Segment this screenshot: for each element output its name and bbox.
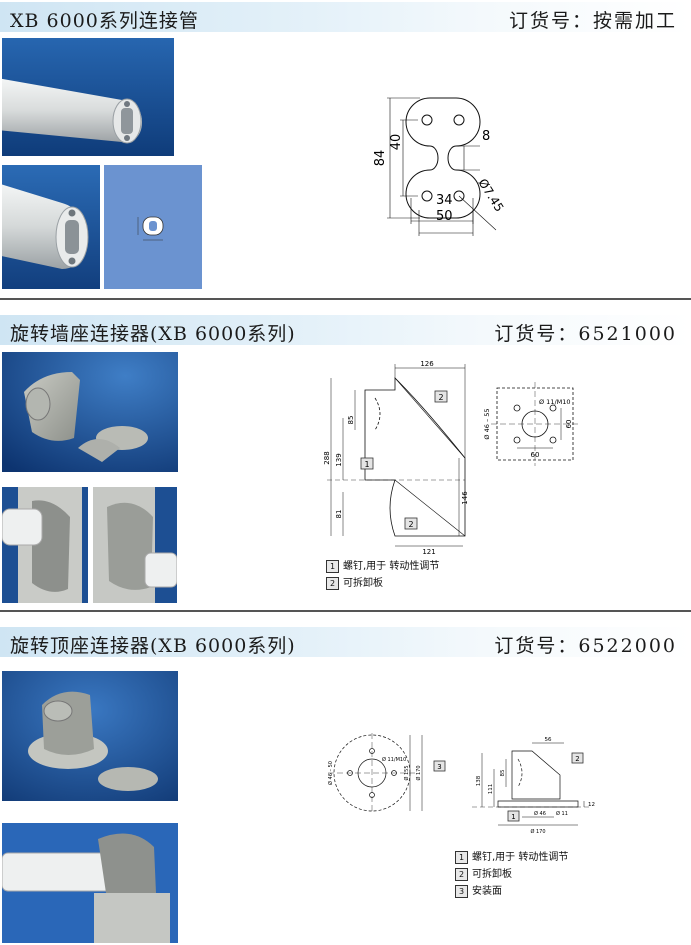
dim-121: 121 [422, 548, 435, 556]
legend-num: 2 [455, 868, 468, 881]
legend-text: 可拆卸板 [343, 578, 383, 589]
order-number-3: 订货号：6522000 [494, 635, 677, 657]
dim-top-138: 138 [476, 775, 482, 786]
photo-wall-connector-3 [93, 487, 177, 603]
order-number-2: 订货号：6521000 [494, 323, 677, 345]
legend-text: 可拆卸板 [472, 869, 512, 880]
legend-num: 1 [455, 851, 468, 864]
svg-text:1: 1 [364, 460, 369, 469]
dim-dia-11-m10: Ø 11/M10 [539, 398, 571, 406]
legend-text: 螺钉,用于 转动性调节 [472, 852, 569, 863]
legend-wall-connector: 1 螺钉,用于 转动性调节 2 可拆卸板 [326, 558, 439, 592]
photo-top-connector [2, 671, 178, 801]
dim-84: 84 [373, 150, 388, 167]
legend-top-connector: 1 螺钉,用于 转动性调节 2 可拆卸板 3 安装面 [455, 849, 568, 900]
photo-wall-connector-2 [2, 487, 88, 603]
dim-60-h: 60 [531, 451, 540, 459]
dim-top-12: 12 [588, 802, 595, 808]
section-title-2: 旋转墙座连接器(XB 6000系列) [10, 323, 296, 345]
legend-num: 3 [455, 885, 468, 898]
dim-top-56: 56 [545, 737, 552, 743]
dim-34: 34 [436, 193, 453, 208]
legend-item: 2 可拆卸板 [326, 575, 439, 592]
legend-item: 1 螺钉,用于 转动性调节 [455, 849, 568, 866]
drawing-tube-profile: 84 40 8 34 50 Ø7.45 [373, 97, 506, 236]
dim-top-dia-11-m10: Ø 11/M10 [382, 756, 406, 763]
legend-num: 1 [326, 560, 339, 573]
photo-tube-1 [2, 38, 174, 156]
section-header-2: 旋转墙座连接器(XB 6000系列) 订货号：6521000 [0, 315, 691, 345]
dim-8: 8 [482, 129, 490, 144]
legend-item: 1 螺钉,用于 转动性调节 [326, 558, 439, 575]
svg-text:2: 2 [438, 393, 443, 402]
dim-139: 139 [335, 453, 343, 466]
section-header-1: XB 6000系列连接管 订货号：按需加工 [0, 2, 691, 32]
photo-tube-2 [2, 165, 100, 289]
dim-top-dia-11: Ø 11 [556, 810, 568, 817]
order-number-1: 订货号：按需加工 [508, 10, 677, 32]
dim-top-dia-46-50: Ø 46 – 50 [327, 761, 334, 785]
dim-top-dia-46: Ø 46 [534, 810, 546, 817]
dim-50: 50 [436, 209, 453, 224]
dim-288: 288 [323, 451, 331, 464]
dim-top-111: 111 [488, 784, 494, 795]
dim-dia-46-55: Ø 46 – 55 [483, 408, 491, 439]
legend-item: 2 可拆卸板 [455, 866, 568, 883]
section-divider-2 [0, 610, 691, 612]
dim-top-dia-170-b: Ø 170 [530, 828, 545, 835]
section-title-1: XB 6000系列连接管 [10, 10, 199, 32]
dim-top-dia-170: Ø 170 [415, 765, 422, 780]
dim-126: 126 [420, 360, 434, 368]
svg-text:1: 1 [511, 813, 515, 821]
dim-60-v: 60 [565, 420, 573, 429]
legend-item: 3 安装面 [455, 883, 568, 900]
svg-text:2: 2 [575, 755, 579, 763]
svg-text:3: 3 [437, 763, 441, 771]
legend-num: 2 [326, 577, 339, 590]
dim-top-dia-155: Ø 155 [403, 765, 410, 780]
photo-profile-panel [104, 165, 202, 289]
photo-wall-connector [2, 352, 178, 472]
dim-85: 85 [347, 416, 355, 425]
section-title-3: 旋转顶座连接器(XB 6000系列) [10, 635, 296, 657]
section-divider-1 [0, 298, 691, 300]
dim-40: 40 [389, 134, 404, 151]
dim-146: 146 [461, 491, 469, 505]
dim-top-85: 85 [500, 769, 506, 776]
drawing-top-connector: 3 2 1 Ø 11/M10 Ø 46 – 50 Ø 155 Ø 170 56 … [327, 733, 595, 835]
legend-text: 螺钉,用于 转动性调节 [343, 561, 440, 572]
photo-top-connector-2 [2, 823, 178, 943]
section-header-3: 旋转顶座连接器(XB 6000系列) 订货号：6522000 [0, 627, 691, 657]
svg-text:2: 2 [408, 520, 413, 529]
dim-81: 81 [335, 510, 343, 519]
drawing-wall-connector: 2 1 2 126 85 139 288 81 146 121 Ø 46 – 5… [323, 360, 579, 556]
legend-text: 安装面 [472, 886, 502, 897]
